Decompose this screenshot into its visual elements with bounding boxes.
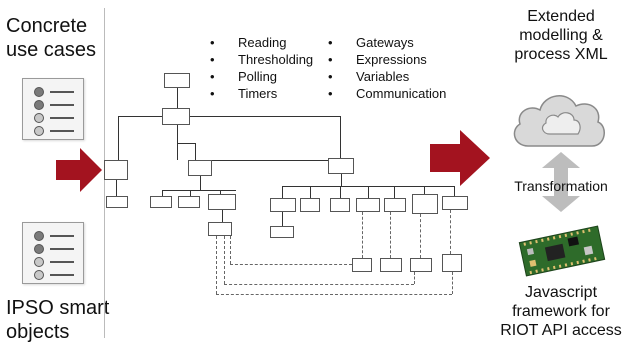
uml-diagram [104,60,484,305]
label-line: objects [6,321,70,343]
document-icon [22,78,84,140]
concrete-use-cases-label: Concrete use cases [6,14,96,62]
bullet-item: Thresholding [210,51,313,68]
uml-class-box [442,254,462,272]
bullet-item: Communication [328,85,446,102]
label-line: Extended [527,8,595,25]
document-icon [22,222,84,284]
uml-class-box [330,198,350,212]
label-line: Concrete [6,15,88,37]
javascript-framework-label: Javascript framework for RIOT API access [500,283,622,340]
uml-class-box [270,226,294,238]
uml-class-box [412,194,438,214]
uml-class-box [356,198,380,212]
extended-modelling-label: Extended modelling & process XML [500,7,622,64]
uml-class-box [162,108,190,125]
right-arrow-icon [56,148,102,192]
uml-class-box [164,73,190,88]
uml-class-box [328,158,354,174]
cloud-icon [513,95,605,147]
uml-class-box [104,160,128,180]
bullet-item: Reading [210,34,313,51]
uml-class-box [352,258,372,272]
uml-class-box [384,198,406,212]
ipso-smart-objects-label: IPSO smart objects [6,296,109,344]
double-arrow-icon [542,152,580,212]
bullet-item: Polling [210,68,313,85]
bullet-list-left: Reading Thresholding Polling Timers [210,34,313,102]
bullet-item: Gateways [328,34,446,51]
uml-class-box [300,198,320,212]
right-arrow-icon [430,130,490,186]
label-line: modelling & [519,27,603,44]
label-line: use cases [6,39,97,61]
uml-class-box [208,222,232,236]
circuit-board-icon [518,225,606,277]
label-line: process XML [514,46,608,63]
uml-class-box [270,198,296,212]
uml-class-box [178,196,200,208]
bullet-list-right: Gateways Expressions Variables Communica… [328,34,446,102]
uml-class-box [188,160,212,176]
bullet-item: Expressions [328,51,446,68]
uml-class-box [106,196,128,208]
transformation-label: Transformation [514,178,608,194]
label-line: RIOT API access [500,322,622,339]
bullet-item: Variables [328,68,446,85]
uml-class-box [208,194,236,210]
uml-class-box [410,258,432,272]
label-line: IPSO smart [6,297,110,319]
uml-class-box [150,196,172,208]
label-line: Javascript [524,284,598,301]
uml-class-box [380,258,402,272]
bullet-item: Timers [210,85,313,102]
label-line: framework for [512,303,610,320]
uml-class-box [442,196,468,210]
